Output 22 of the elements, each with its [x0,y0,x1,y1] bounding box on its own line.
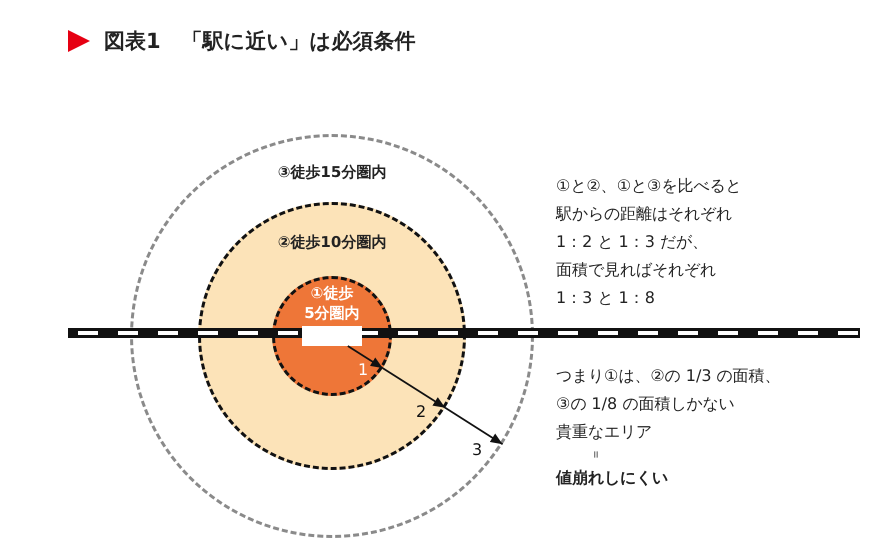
note-text: ①と②、①と③を比べると [556,176,742,197]
edge-label: 2 [416,402,426,421]
edge-label: 3 [472,440,482,459]
station-box [302,326,362,346]
zone-label: ①徒歩 [310,284,354,303]
edge-label: 1 [358,360,368,379]
equals-sign: ＝ [588,448,604,460]
zone-label: ③徒歩15分圏内 [278,163,386,182]
note-text: 1：2 と 1：3 だが、 [556,232,708,253]
arrow [347,345,384,369]
note-text: 面積で見ればそれぞれ [556,260,716,281]
note-text: 貴重なエリア [556,422,652,443]
note-text: 駅からの距離はそれぞれ [556,204,732,225]
arrow [382,367,446,409]
zone-label: ②徒歩10分圏内 [278,233,386,252]
note-text: ③の 1/8 の面積しかない [556,394,734,415]
note-text: 1：3 と 1：8 [556,288,655,309]
note-text: 値崩れしにくい [556,468,668,489]
note-text: つまり①は、②の 1/3 の面積、 [556,366,781,387]
arrow [444,407,504,445]
zone-label: 5分圏内 [304,304,360,323]
title: 図表1 「駅に近い」は必須条件 [104,28,416,55]
